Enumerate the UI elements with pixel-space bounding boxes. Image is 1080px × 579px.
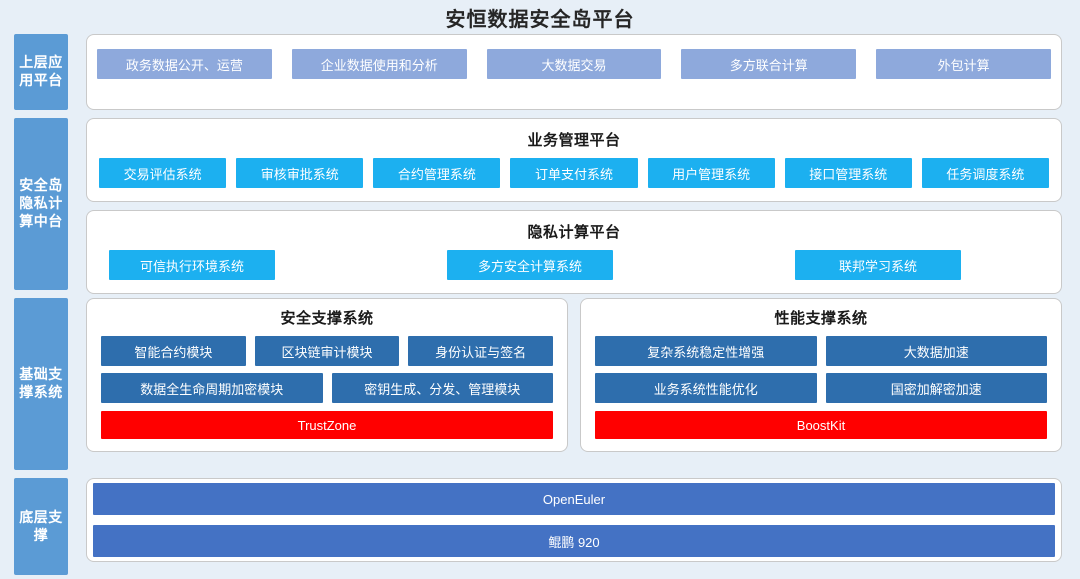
base-item-openeuler[interactable]: OpenEuler — [93, 483, 1055, 515]
panel-security-support: 安全支撑系统 智能合约模块 区块链审计模块 身份认证与签名 数据全生命周期加密模… — [86, 298, 568, 452]
trustzone-bar[interactable]: TrustZone — [101, 411, 553, 439]
business-platform-title: 业务管理平台 — [527, 132, 621, 149]
app-item-3[interactable]: 多方联合计算 — [681, 49, 857, 79]
layer-body-application: 政务数据公开、运营 企业数据使用和分析 大数据交易 多方联合计算 外包计算 — [86, 34, 1062, 110]
layer-tag-base-support: 底层支撑 — [14, 478, 68, 575]
boostkit-bar[interactable]: BoostKit — [595, 411, 1047, 439]
panel-performance-support: 性能支撑系统 复杂系统稳定性增强 大数据加速 业务系统性能优化 国密加解密加速 … — [580, 298, 1062, 452]
security-module-4[interactable]: 密钥生成、分发、管理模块 — [331, 373, 553, 403]
business-item-2[interactable]: 合约管理系统 — [373, 158, 501, 188]
performance-module-1[interactable]: 大数据加速 — [825, 336, 1047, 366]
security-module-row-2: 数据全生命周期加密模块 密钥生成、分发、管理模块 — [101, 373, 553, 403]
business-item-0[interactable]: 交易评估系统 — [99, 158, 227, 188]
support-systems-wrapper: 安全支撑系统 智能合约模块 区块链审计模块 身份认证与签名 数据全生命周期加密模… — [86, 298, 1062, 452]
layer-body-basic-support: 安全支撑系统 智能合约模块 区块链审计模块 身份认证与签名 数据全生命周期加密模… — [86, 298, 1062, 470]
business-item-3[interactable]: 订单支付系统 — [510, 158, 638, 188]
security-module-3[interactable]: 数据全生命周期加密模块 — [101, 373, 323, 403]
page-title: 安恒数据安全岛平台 — [445, 9, 635, 31]
privacy-chip-row: 可信执行环境系统 多方安全计算系统 联邦学习系统 — [99, 250, 1049, 283]
security-module-2[interactable]: 身份认证与签名 — [408, 336, 554, 366]
performance-module-row-2: 业务系统性能优化 国密加解密加速 — [595, 373, 1047, 403]
panel-base-support: OpenEuler 鲲鹏 920 — [86, 478, 1062, 562]
business-item-6[interactable]: 任务调度系统 — [921, 158, 1049, 188]
app-item-4[interactable]: 外包计算 — [876, 49, 1051, 79]
security-module-0[interactable]: 智能合约模块 — [101, 336, 246, 366]
security-module-row-1: 智能合约模块 区块链审计模块 身份认证与签名 — [101, 336, 554, 366]
app-item-1[interactable]: 企业数据使用和分析 — [291, 49, 467, 79]
privacy-item-0[interactable]: 可信执行环境系统 — [109, 250, 275, 280]
business-item-5[interactable]: 接口管理系统 — [784, 158, 912, 188]
performance-module-3[interactable]: 国密加解密加速 — [825, 373, 1047, 403]
app-item-2[interactable]: 大数据交易 — [486, 49, 662, 79]
layer-application: 上层应用平台 政务数据公开、运营 企业数据使用和分析 大数据交易 多方联合计算 … — [0, 34, 1080, 110]
performance-module-0[interactable]: 复杂系统稳定性增强 — [595, 336, 817, 366]
layer-base-support: 底层支撑 OpenEuler 鲲鹏 920 — [0, 478, 1080, 575]
security-module-1[interactable]: 区块链审计模块 — [254, 336, 400, 366]
panel-application: 政务数据公开、运营 企业数据使用和分析 大数据交易 多方联合计算 外包计算 — [86, 34, 1062, 110]
layer-basic-support: 基础支撑系统 安全支撑系统 智能合约模块 区块链审计模块 身份认证与签名 数据全… — [0, 298, 1080, 470]
app-item-0[interactable]: 政务数据公开、运营 — [97, 49, 272, 79]
privacy-platform-title: 隐私计算平台 — [527, 224, 621, 241]
layer-tag-basic-support: 基础支撑系统 — [14, 298, 68, 470]
layer-core: 安全岛隐私计算中台 业务管理平台 交易评估系统 审核审批系统 合约管理系统 订单… — [0, 118, 1080, 294]
panel-privacy-computing: 隐私计算平台 可信执行环境系统 多方安全计算系统 联邦学习系统 — [86, 210, 1062, 294]
panel-business-management: 业务管理平台 交易评估系统 审核审批系统 合约管理系统 订单支付系统 用户管理系… — [86, 118, 1062, 202]
layer-tag-core: 安全岛隐私计算中台 — [14, 118, 68, 290]
security-support-title: 安全支撑系统 — [280, 310, 374, 327]
performance-support-title: 性能支撑系统 — [774, 310, 868, 327]
business-item-1[interactable]: 审核审批系统 — [236, 158, 364, 188]
application-chip-row: 政务数据公开、运营 企业数据使用和分析 大数据交易 多方联合计算 外包计算 — [87, 35, 1061, 93]
performance-module-2[interactable]: 业务系统性能优化 — [595, 373, 817, 403]
layer-body-base-support: OpenEuler 鲲鹏 920 — [86, 478, 1062, 575]
privacy-item-1[interactable]: 多方安全计算系统 — [447, 250, 613, 280]
base-item-kunpeng[interactable]: 鲲鹏 920 — [93, 525, 1055, 557]
business-item-4[interactable]: 用户管理系统 — [647, 158, 775, 188]
layer-tag-application: 上层应用平台 — [14, 34, 68, 110]
business-chip-row: 交易评估系统 审核审批系统 合约管理系统 订单支付系统 用户管理系统 接口管理系… — [99, 158, 1049, 191]
performance-module-row-1: 复杂系统稳定性增强 大数据加速 — [595, 336, 1047, 366]
privacy-item-2[interactable]: 联邦学习系统 — [795, 250, 961, 280]
layer-body-core: 业务管理平台 交易评估系统 审核审批系统 合约管理系统 订单支付系统 用户管理系… — [86, 118, 1062, 294]
